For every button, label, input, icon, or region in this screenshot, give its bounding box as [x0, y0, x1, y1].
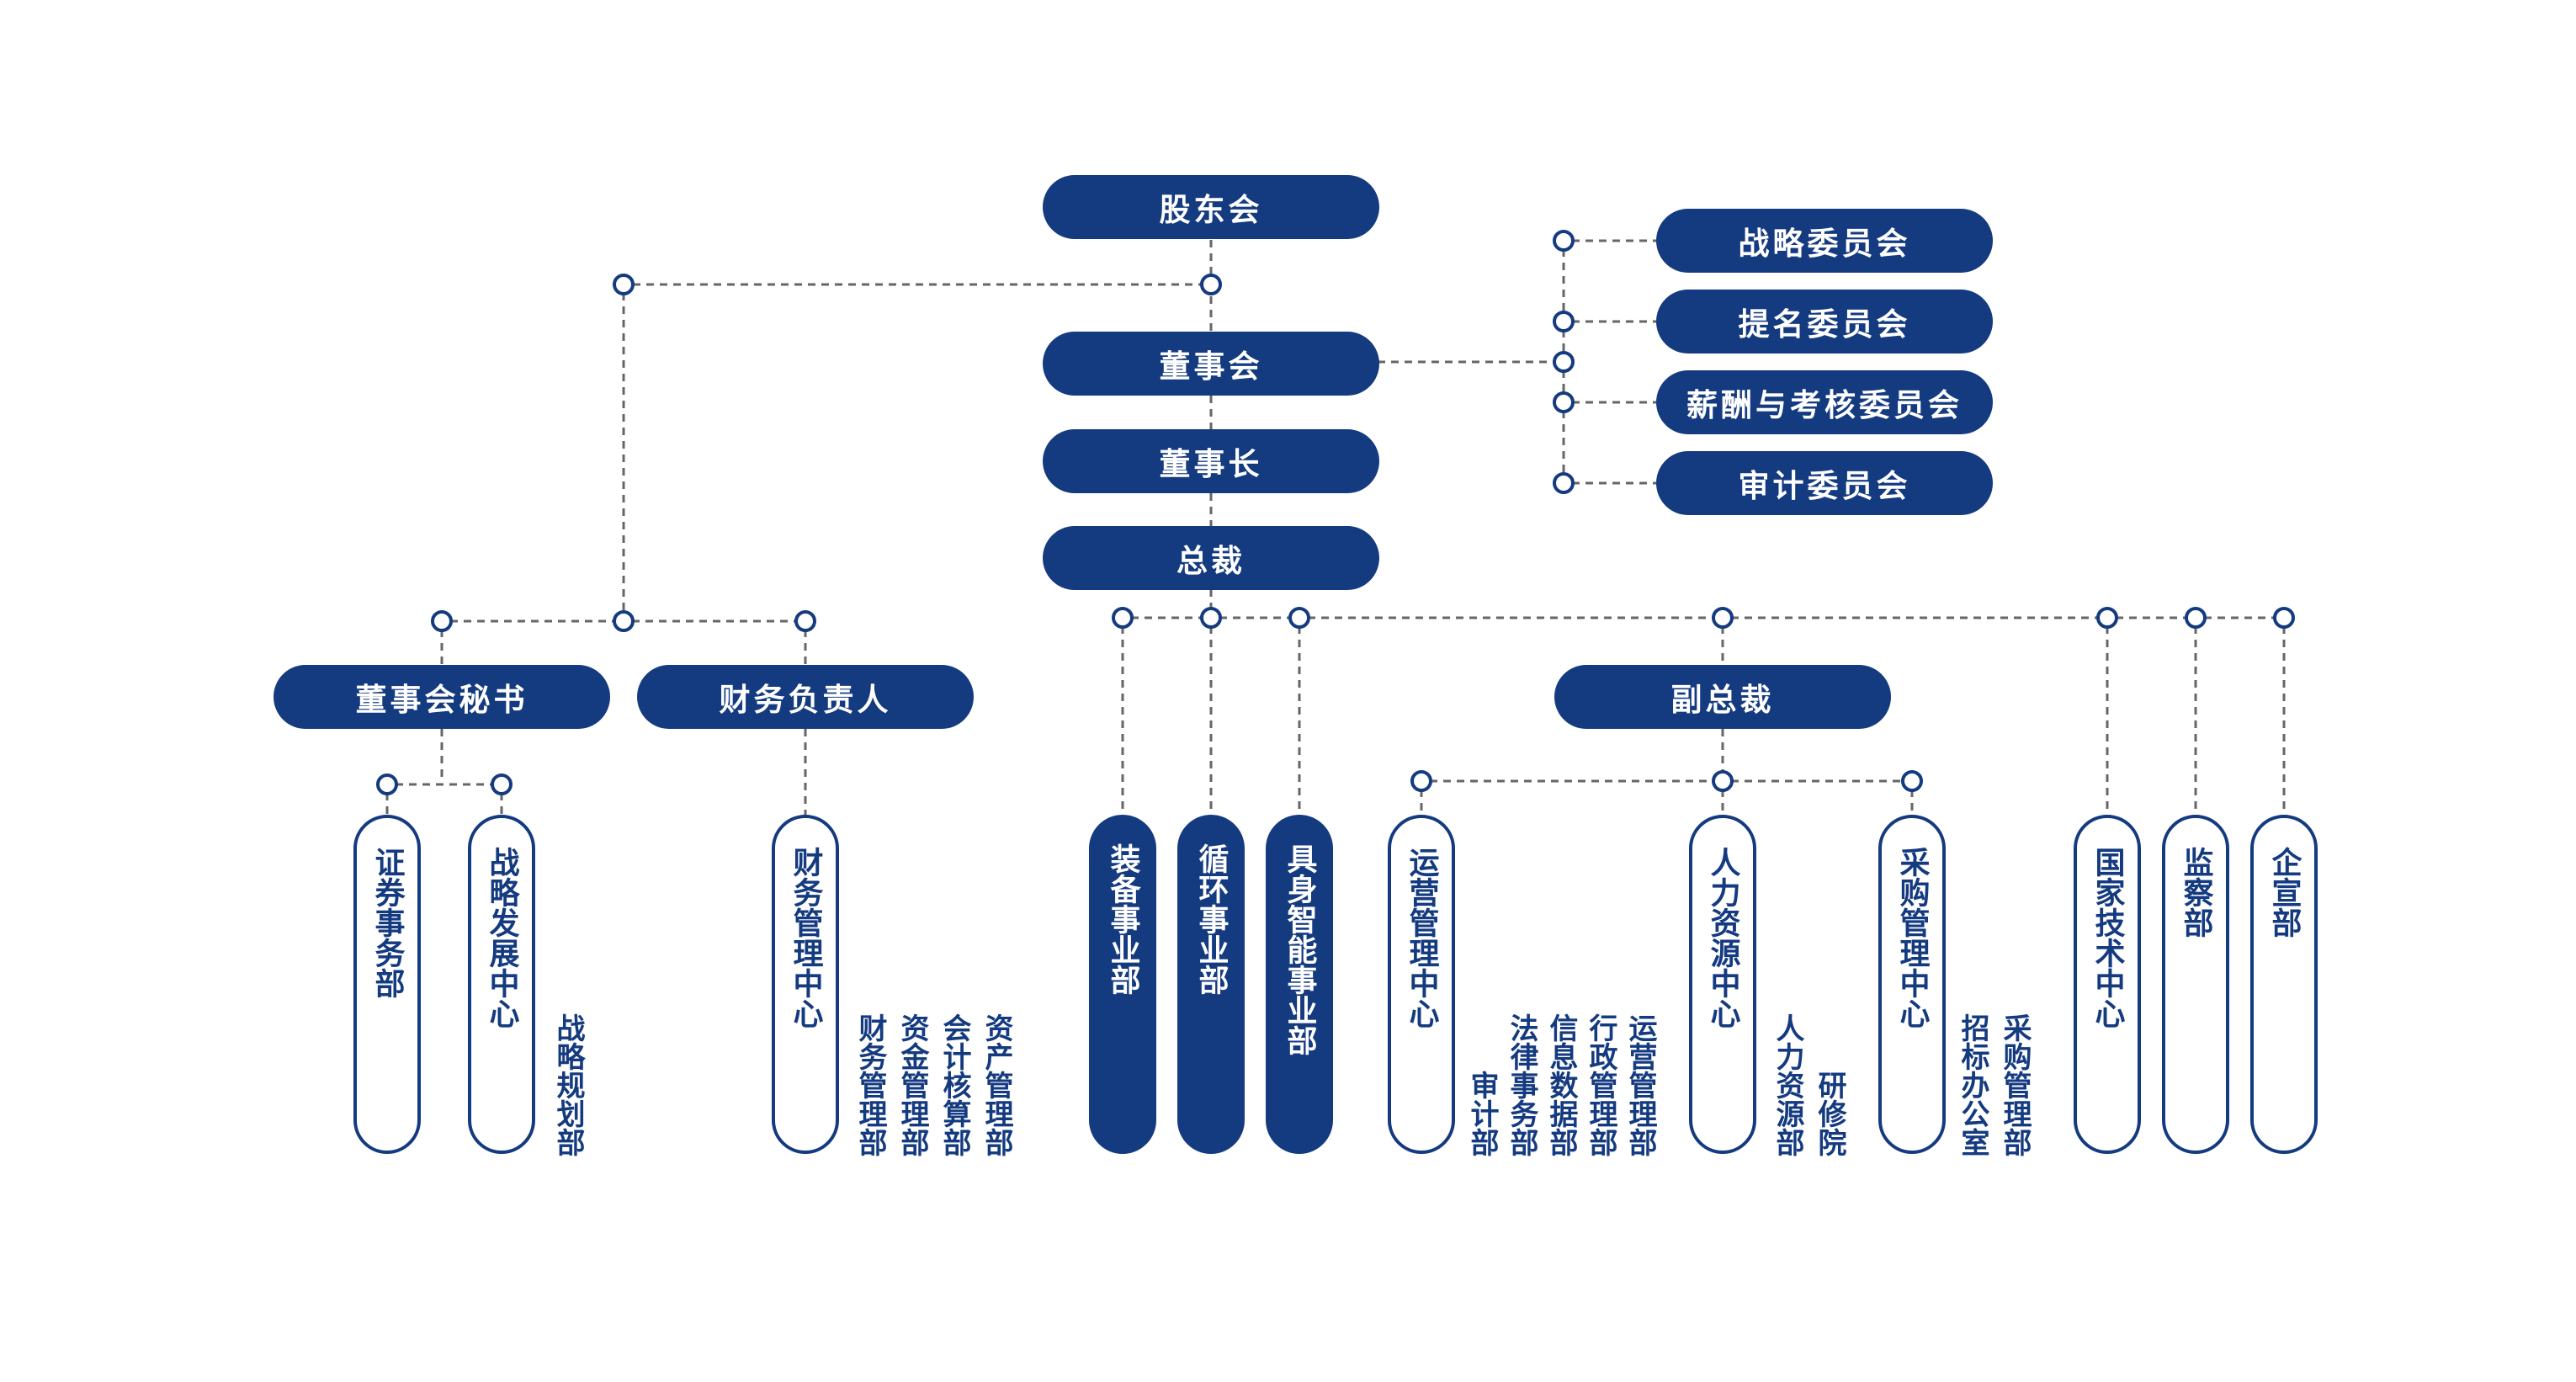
dept-publicity: 企宣部: [2250, 815, 2318, 1154]
node-dot: [376, 773, 398, 795]
sub-finance-management: 财务管理部: [853, 1013, 887, 1156]
sub-hr: 人力资源部: [1771, 1013, 1804, 1156]
node-dot: [1112, 607, 1134, 629]
dept-procurement-center: 采购管理中心: [1878, 815, 1946, 1154]
node-dot: [1712, 770, 1734, 792]
dept-finance-center: 财务管理中心: [772, 815, 839, 1154]
sub-audit: 审计部: [1465, 1071, 1499, 1156]
node-dot: [1553, 472, 1575, 494]
node-dot: [1901, 770, 1923, 792]
node-dot: [431, 610, 453, 632]
node-dot: [613, 610, 635, 632]
node-dot: [1288, 607, 1310, 629]
node-dot: [1553, 391, 1575, 413]
sub-training: 研修院: [1813, 1071, 1846, 1156]
board-secretary-box: 董事会秘书: [274, 665, 610, 729]
sub-procurement: 采购管理部: [1998, 1013, 2032, 1156]
dept-hr-center: 人力资源中心: [1689, 815, 1756, 1154]
node-dot: [1200, 274, 1222, 295]
shareholders-box: 股东会: [1043, 175, 1379, 239]
sub-accounting: 会计核算部: [937, 1013, 971, 1156]
president-box: 总裁: [1043, 526, 1379, 590]
dept-supervision: 监察部: [2162, 815, 2229, 1154]
dept-ops-center: 运营管理中心: [1388, 815, 1455, 1154]
node-dot: [1553, 230, 1575, 252]
vp-box: 副总裁: [1554, 665, 1891, 729]
chairman-box: 董事长: [1043, 429, 1379, 493]
node-dot: [613, 274, 635, 295]
committee-audit: 审计委员会: [1656, 451, 1993, 515]
node-dot: [2096, 607, 2118, 629]
node-dot: [2185, 607, 2207, 629]
sub-operations: 运营管理部: [1623, 1013, 1657, 1156]
sub-bidding-office: 招标办公室: [1956, 1013, 1989, 1156]
committee-nomination: 提名委员会: [1656, 290, 1993, 353]
node-dot: [1553, 351, 1575, 373]
node-dot: [794, 610, 816, 632]
committee-strategy: 战略委员会: [1656, 209, 1993, 273]
node-dot: [2273, 607, 2295, 629]
node-dot: [1200, 607, 1222, 629]
sub-it-data: 信息数据部: [1544, 1013, 1578, 1156]
sub-fund-management: 资金管理部: [895, 1013, 929, 1156]
node-dot: [1553, 311, 1575, 332]
sub-strategy-planning: 战略规划部: [551, 1013, 585, 1156]
cfo-box: 财务负责人: [637, 665, 974, 729]
board-box: 董事会: [1043, 332, 1379, 396]
sub-legal: 法律事务部: [1505, 1013, 1538, 1156]
bu-equipment: 装备事业部: [1089, 815, 1156, 1154]
dept-national-tech: 国家技术中心: [2074, 815, 2141, 1154]
sub-admin: 行政管理部: [1584, 1013, 1617, 1156]
dept-securities: 证券事务部: [353, 815, 421, 1154]
dept-strategy-center: 战略发展中心: [468, 815, 535, 1154]
node-dot: [1410, 770, 1432, 792]
bu-recycling: 循环事业部: [1177, 815, 1245, 1154]
node-dot: [1712, 607, 1734, 629]
bu-embodied-ai: 具身智能事业部: [1266, 815, 1333, 1154]
committee-compensation: 薪酬与考核委员会: [1656, 370, 1993, 434]
node-dot: [491, 773, 513, 795]
sub-asset-management: 资产管理部: [980, 1013, 1013, 1156]
